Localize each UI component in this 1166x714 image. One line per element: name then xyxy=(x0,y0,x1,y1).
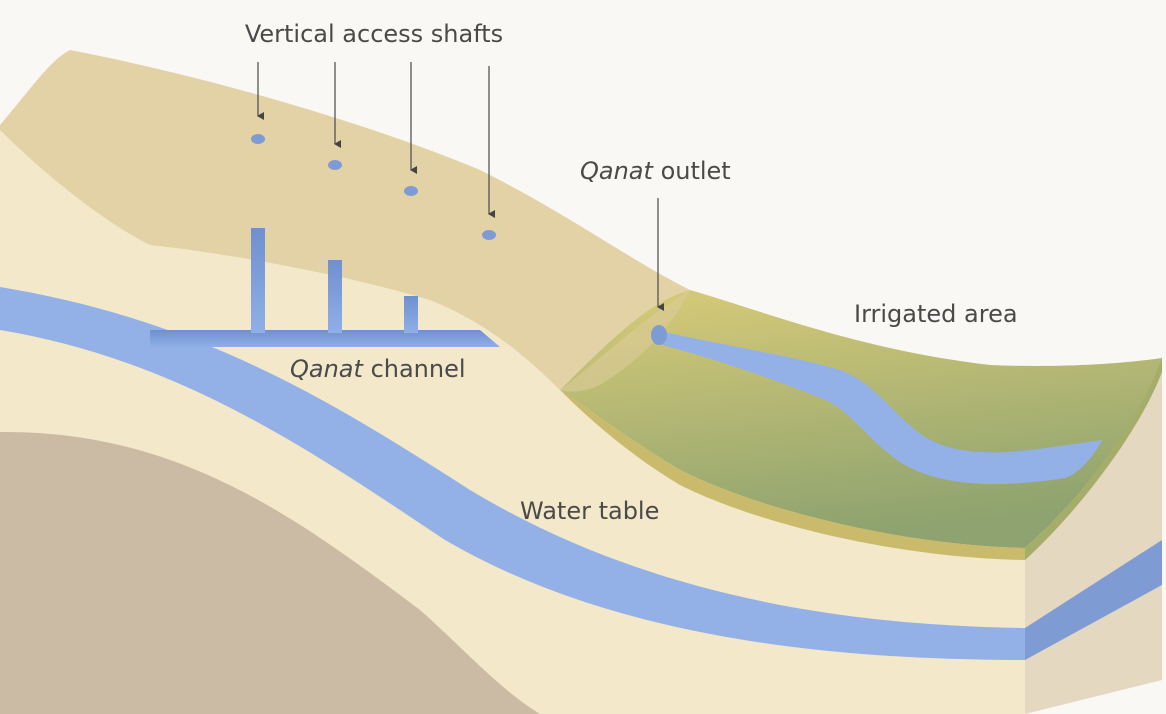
bedrock-layer xyxy=(0,431,540,714)
irrigation-stream xyxy=(655,330,1102,485)
outlet-mound xyxy=(560,290,690,392)
label-irrigated-area: Irrigated area xyxy=(854,300,1018,328)
shaft-3 xyxy=(404,296,418,333)
qanat-channel xyxy=(150,330,500,347)
shaft-opening-2 xyxy=(328,160,342,170)
shaft-2 xyxy=(328,260,342,333)
side-water-band xyxy=(1025,540,1162,660)
label-vertical-access-shafts: Vertical access shafts xyxy=(245,20,503,48)
qanat-outlet-opening xyxy=(651,325,667,345)
label-qanat-outlet: Qanat outlet xyxy=(580,157,731,185)
shaft-1 xyxy=(251,228,265,333)
shaft-opening-1 xyxy=(251,134,265,144)
shaft-opening-4 xyxy=(482,230,496,240)
label-water-table: Water table xyxy=(520,497,659,525)
water-table-band xyxy=(0,287,1025,660)
side-grass-edge xyxy=(1025,358,1162,560)
label-qanat-outlet-rest: outlet xyxy=(653,157,731,185)
label-qanat-channel-rest: channel xyxy=(363,355,466,383)
label-qanat-channel-term: Qanat xyxy=(290,355,365,383)
irrigated-area-rim xyxy=(560,390,1025,560)
label-qanat-channel: Qanat channel xyxy=(290,355,466,383)
shaft-opening-3 xyxy=(404,186,418,196)
label-qanat-outlet-term: Qanat xyxy=(580,157,655,185)
sandy-surface xyxy=(0,50,690,390)
